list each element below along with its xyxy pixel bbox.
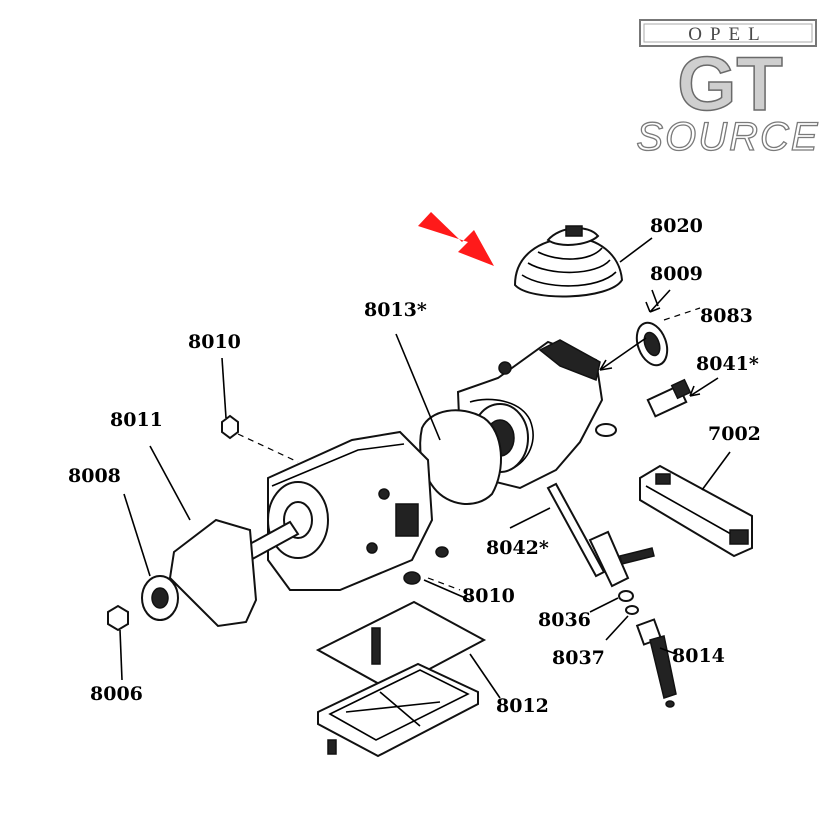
label-8014: 8014	[672, 645, 725, 667]
axis-line-8083	[663, 307, 701, 321]
part-8009-seal	[635, 321, 669, 367]
part-transmission-case	[267, 430, 434, 591]
part-7002-mount	[639, 464, 753, 558]
part-8006-nut	[107, 604, 129, 632]
axis-line-upper-nut	[237, 433, 299, 463]
logo-tagline: SOURCE	[636, 115, 819, 159]
part-8012-oil-pan	[315, 600, 487, 758]
label-8012: 8012	[496, 695, 549, 717]
part-8041-switch	[595, 378, 692, 437]
opel-gt-source-logo: OPEL GT SOURCE	[636, 19, 819, 160]
label-8010-lower: 8010	[462, 585, 515, 607]
label-8006: 8006	[90, 683, 143, 705]
label-8042: 8042*	[486, 537, 549, 559]
part-8008-retainer	[141, 575, 179, 621]
part-8037-washer	[625, 605, 639, 615]
leader-lines	[119, 237, 731, 699]
label-8037: 8037	[552, 647, 605, 669]
red-arrow-icon	[418, 212, 494, 266]
part-8042-shaft	[546, 482, 655, 588]
label-7002: 7002	[708, 423, 761, 445]
logo-brand: OPEL	[688, 24, 768, 45]
part-8010-nut-upper	[221, 414, 239, 440]
axis-line-lower-nut	[427, 577, 461, 591]
label-8010-upper: 8010	[188, 331, 241, 353]
label-8009: 8009	[650, 263, 703, 285]
label-8013: 8013*	[364, 299, 427, 321]
logo-model: GT	[677, 42, 783, 127]
label-8020: 8020	[650, 215, 703, 237]
label-8008: 8008	[68, 465, 121, 487]
label-8041: 8041*	[696, 353, 759, 375]
label-8036: 8036	[538, 609, 591, 631]
logo-plate-inner	[643, 23, 813, 43]
part-8020-boot	[513, 225, 624, 298]
part-8014-speedo-gear	[635, 618, 677, 708]
label-8011: 8011	[110, 409, 163, 431]
part-8011-gasket	[168, 518, 258, 628]
label-8083: 8083	[700, 305, 753, 327]
part-8010-nut-lower	[403, 571, 421, 585]
part-8013-gasket	[419, 409, 502, 506]
part-8036-ring	[618, 590, 634, 602]
